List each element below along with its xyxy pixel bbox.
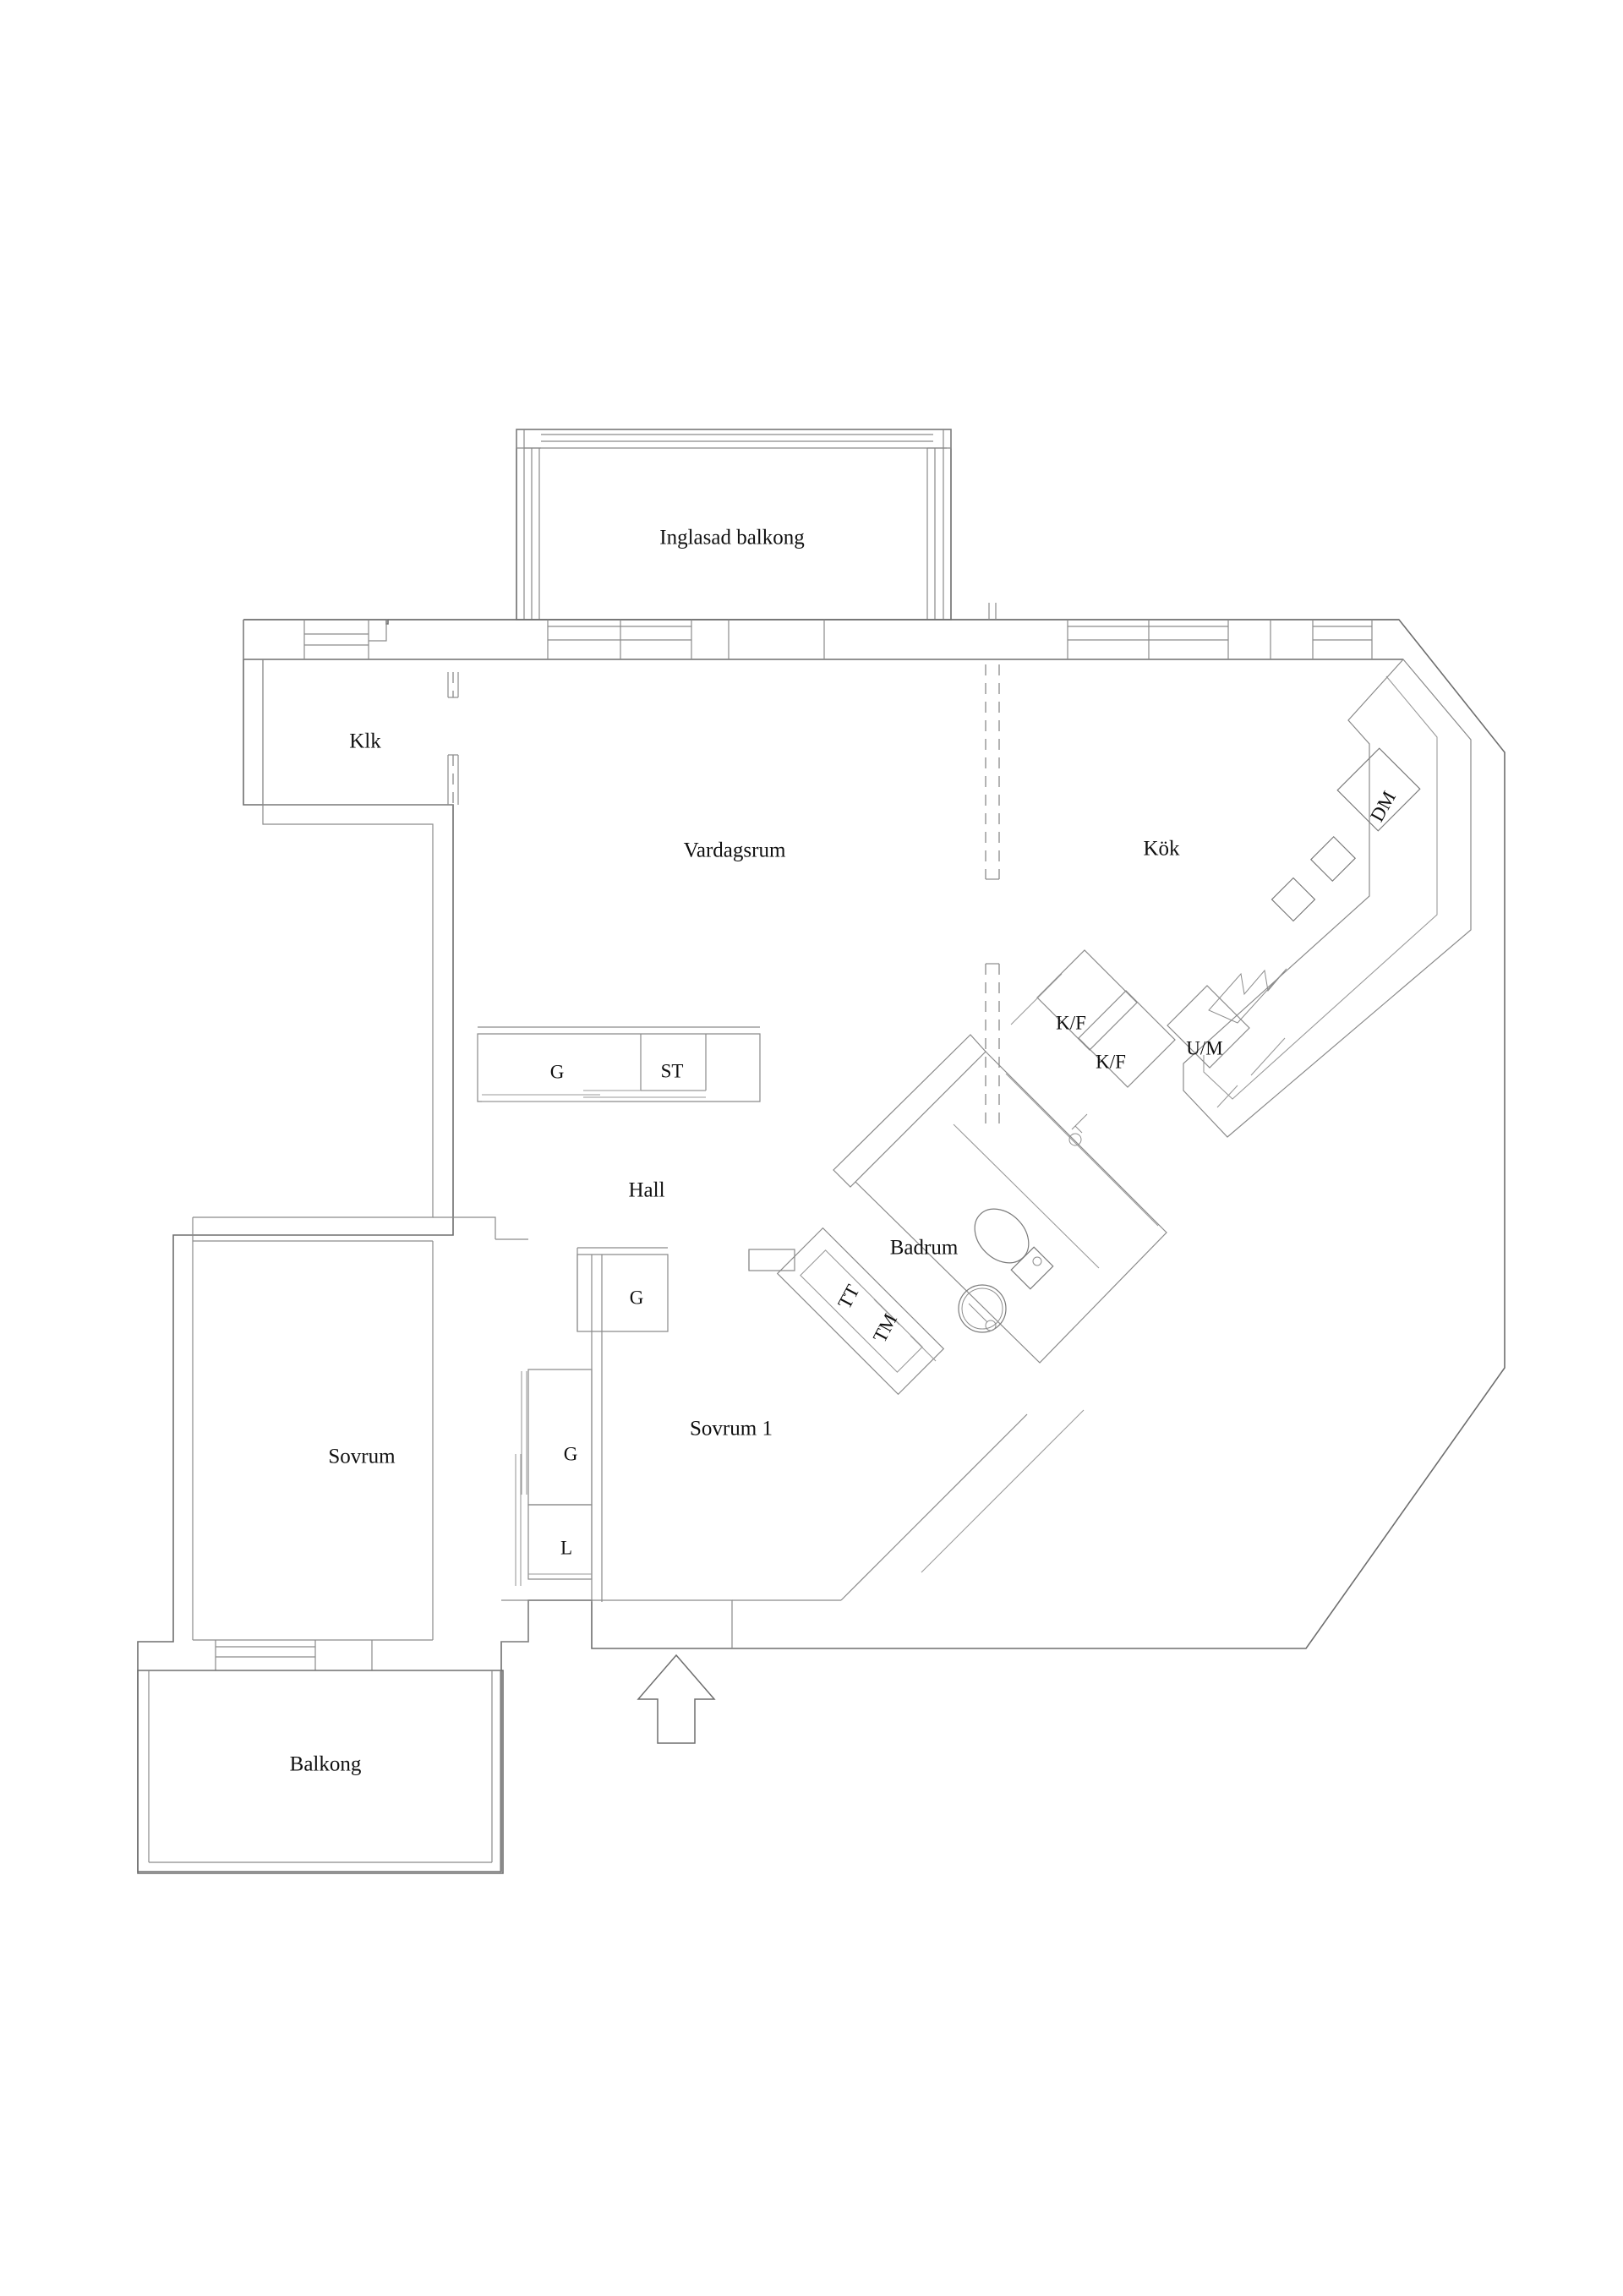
sovrum1-closets xyxy=(515,1247,669,1602)
label-balkong: Balkong xyxy=(290,1753,362,1776)
label-ugn-mikro: U/M xyxy=(1186,1037,1222,1058)
laundry-band xyxy=(776,1227,945,1396)
kitchen-counter-angled xyxy=(1183,659,1472,1138)
label-garderob-mid: G xyxy=(564,1443,578,1464)
balcony-door-sovrum xyxy=(215,1640,373,1670)
label-klk: Klk xyxy=(349,730,381,753)
label-vardagsrum: Vardagsrum xyxy=(684,839,786,862)
label-stadskap: ST xyxy=(661,1060,684,1081)
label-linneskap: L xyxy=(560,1537,572,1558)
kitchen-appliance-boxes xyxy=(1010,949,1250,1088)
toilet-fixture xyxy=(974,1208,1054,1290)
label-sovrum-1: Sovrum 1 xyxy=(690,1418,773,1440)
top-wall-band xyxy=(243,619,1403,660)
label-inglasad-balkong: Inglasad balkong xyxy=(659,527,805,549)
label-garderob-top: G xyxy=(630,1287,644,1308)
hall-cabinets xyxy=(477,1026,761,1102)
opening-vardagsrum-kok xyxy=(985,664,1000,880)
entrance-arrow xyxy=(637,1654,716,1744)
window-klk xyxy=(303,620,369,659)
opening-hall-kok xyxy=(985,963,1000,1129)
entry-walls xyxy=(501,1544,897,1648)
window-kok-1 xyxy=(1067,620,1229,659)
room-labels: Inglasad balkong Klk Vardagsrum Kök Hall… xyxy=(290,527,1180,1776)
label-garderob-hall: G xyxy=(550,1061,565,1082)
room-balkong xyxy=(137,1670,504,1874)
label-hall: Hall xyxy=(628,1179,664,1202)
shower-fixture xyxy=(1068,1113,1088,1146)
label-kyl-frys-2: K/F xyxy=(1096,1051,1126,1072)
window-kok-2 xyxy=(1312,620,1373,659)
label-kok: Kök xyxy=(1143,838,1180,861)
label-sovrum: Sovrum xyxy=(328,1446,396,1468)
room-sovrum-walls xyxy=(192,1216,528,1670)
sink-fixture xyxy=(958,1284,1007,1333)
room-badrum xyxy=(748,1034,1167,1396)
label-kyl-frys-1: K/F xyxy=(1056,1012,1086,1033)
balcony-door-posts xyxy=(988,603,997,620)
window-vardagsrum-1 xyxy=(547,620,692,659)
lower-right-diagonal-wall xyxy=(895,1409,1085,1573)
room-klk-walls xyxy=(262,659,459,806)
label-badrum: Badrum xyxy=(890,1237,959,1260)
